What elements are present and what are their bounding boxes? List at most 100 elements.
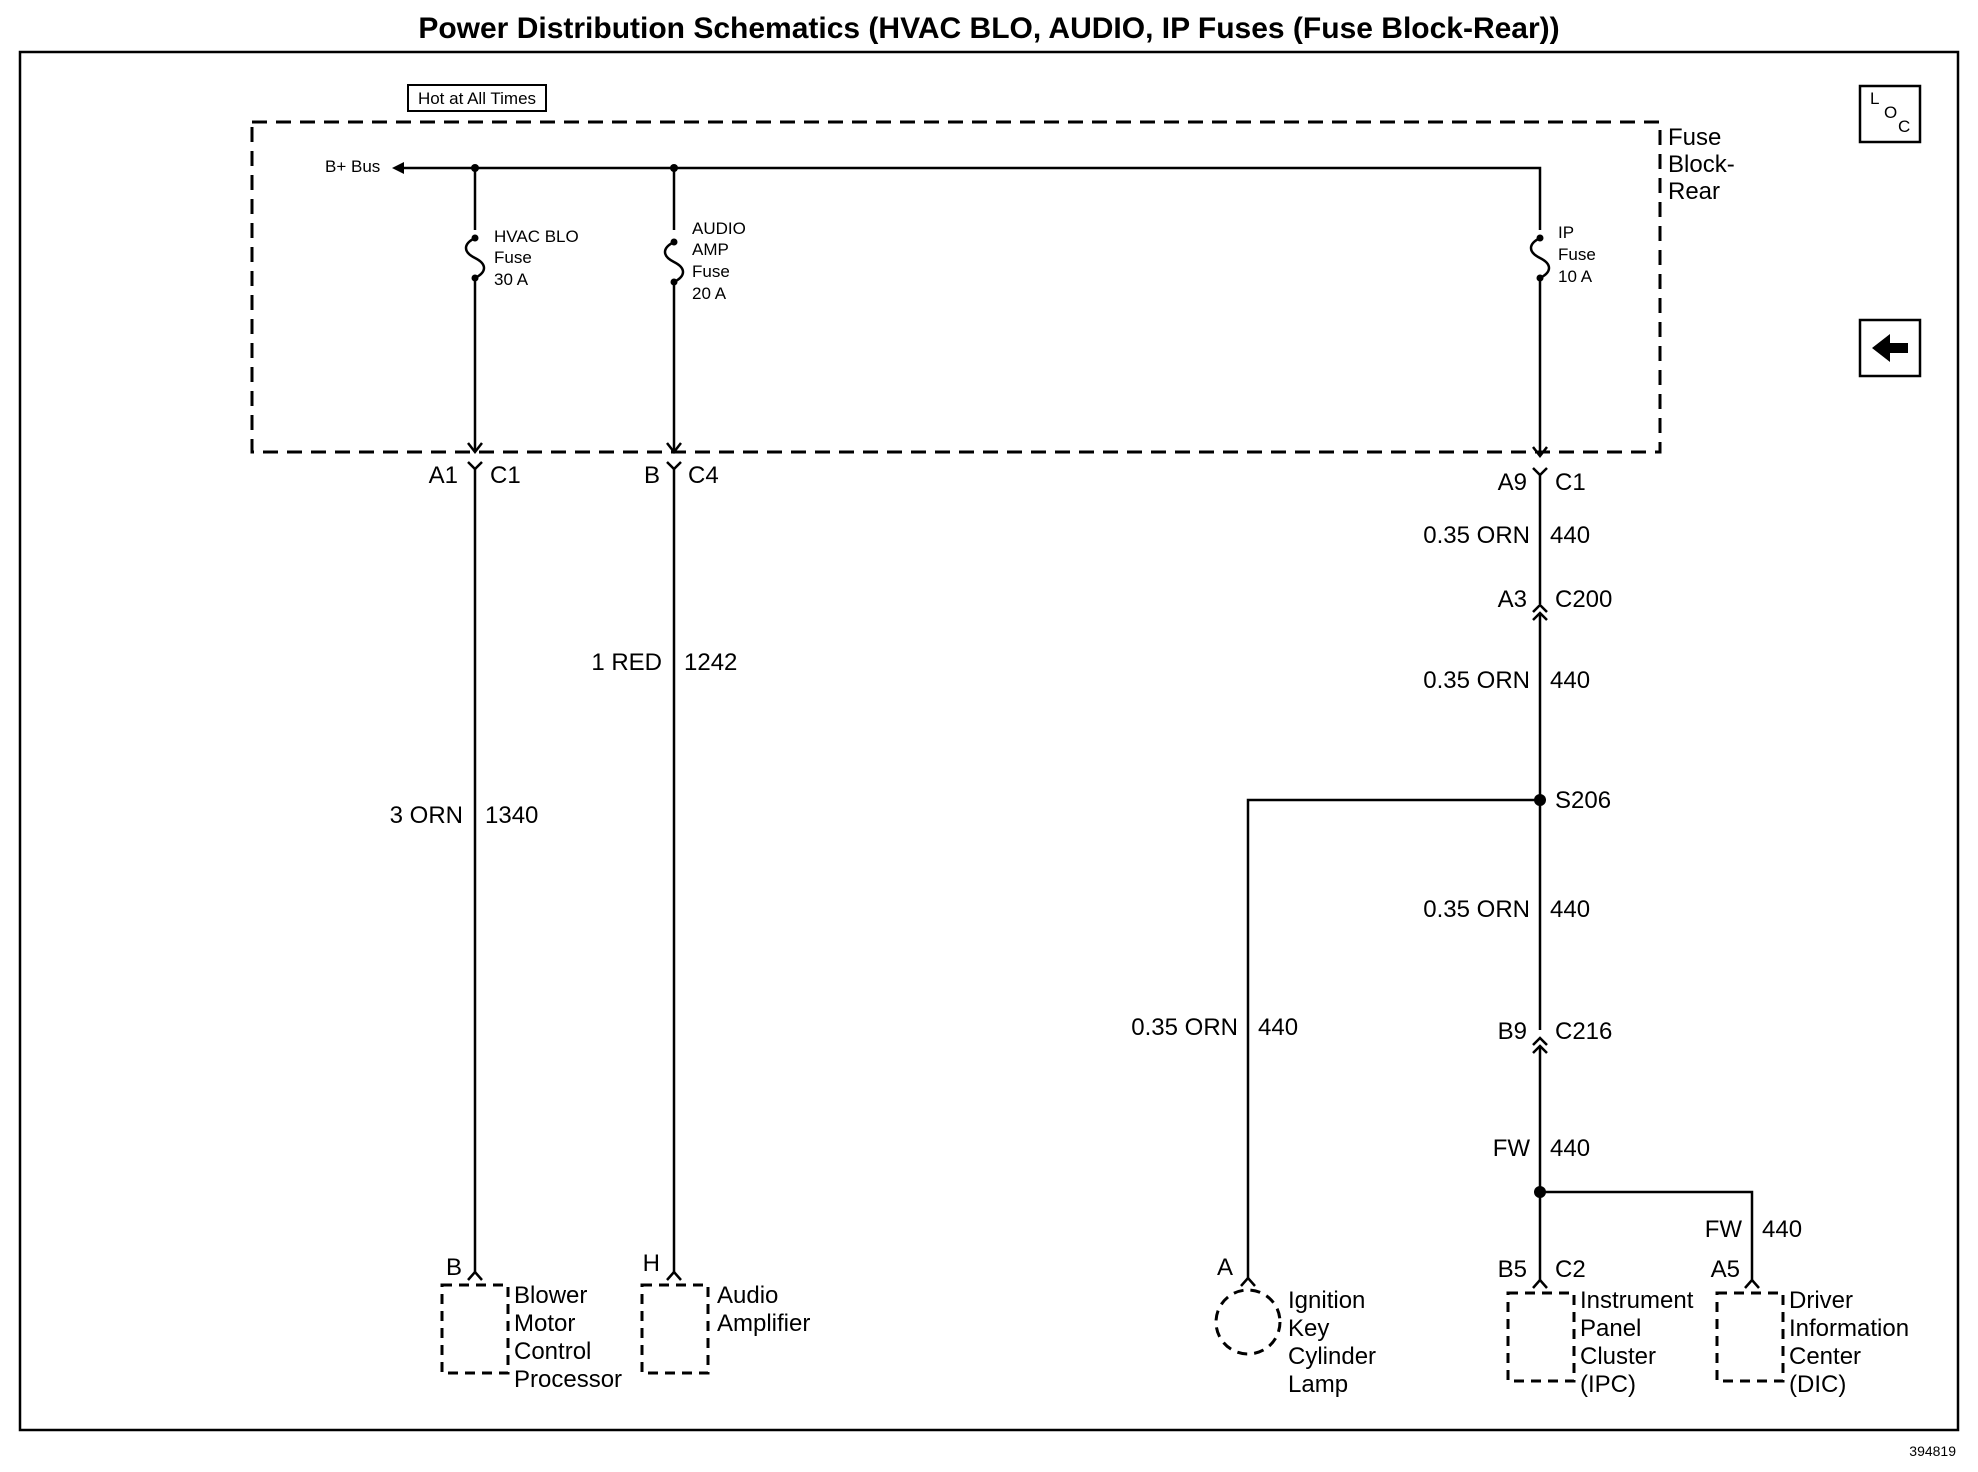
hvac-blo-fuse: HVAC BLO Fuse 30 A xyxy=(464,227,579,450)
connector-b9: B9 xyxy=(1498,1018,1527,1045)
connector-female-symbol xyxy=(467,461,483,471)
lamp-wire-circuit: 440 xyxy=(1258,1014,1298,1041)
blower-label-2: Motor xyxy=(514,1310,575,1337)
fw-wire-2-circuit: 440 xyxy=(1762,1216,1802,1243)
ignition-label-2: Key xyxy=(1288,1315,1329,1342)
dic-label-4: (DIC) xyxy=(1789,1371,1846,1398)
audio-amp-label-1: Audio xyxy=(717,1282,778,1309)
ipc-label-4: (IPC) xyxy=(1580,1371,1636,1398)
lamp-bulb-icon xyxy=(1214,1288,1282,1356)
blower-label-4: Processor xyxy=(514,1366,622,1393)
figure-number: 394819 xyxy=(1909,1443,1956,1459)
connector-a9: A9 xyxy=(1498,469,1527,496)
component-locator-icon[interactable]: L O C xyxy=(1858,84,1922,144)
loc-letter-c: C xyxy=(1898,117,1910,136)
ipc-label-1: Instrument xyxy=(1580,1287,1694,1314)
ip-wire-2-circuit: 440 xyxy=(1550,667,1590,694)
fw-wire-1-color: FW xyxy=(1493,1135,1531,1162)
driver-information-center: Driver Information Center (DIC) xyxy=(1715,1287,1909,1398)
fuse-block-line-2: Block- xyxy=(1668,151,1735,178)
audio-fuse-label-3: Fuse xyxy=(692,262,730,281)
dic-label-2: Information xyxy=(1789,1315,1909,1342)
connector-female-symbol xyxy=(666,461,682,471)
fw-wire-2-color: FW xyxy=(1705,1216,1743,1243)
connector-female-symbol xyxy=(1532,467,1548,477)
connector-a1: A1 xyxy=(429,462,458,489)
lamp-wire-color: 0.35 ORN xyxy=(1131,1014,1238,1041)
loc-letter-o: O xyxy=(1884,103,1897,122)
hvac-branch: A1 C1 3 ORN 1340 B xyxy=(390,442,538,1281)
pin-symbol xyxy=(1532,1278,1548,1289)
blower-label-3: Control xyxy=(514,1338,591,1365)
fw-wire-1-circuit: 440 xyxy=(1550,1135,1590,1162)
ip-wire-1-circuit: 440 xyxy=(1550,522,1590,549)
hvac-fuse-label-1: HVAC BLO xyxy=(494,227,579,246)
audio-amp-pin-h: H xyxy=(643,1250,660,1277)
ip-fuse-label-2: Fuse xyxy=(1558,245,1596,264)
connector-b: B xyxy=(644,462,660,489)
blower-label-1: Blower xyxy=(514,1282,587,1309)
fuse-block-line-3: Rear xyxy=(1668,178,1720,205)
connector-c4: C4 xyxy=(688,462,719,489)
pin-symbol xyxy=(666,1270,682,1281)
connector-a5: A5 xyxy=(1711,1256,1740,1283)
pin-symbol xyxy=(467,1270,483,1281)
hot-at-all-times-label: Hot at All Times xyxy=(407,84,547,112)
blower-motor-control-processor: Blower Motor Control Processor xyxy=(440,1282,622,1393)
b-plus-bus-label: B+ Bus xyxy=(325,157,380,176)
ip-wire-2-color: 0.35 ORN xyxy=(1423,667,1530,694)
audio-amp-fuse: AUDIO AMP Fuse 20 A xyxy=(663,219,746,450)
connector-male-symbol xyxy=(666,442,682,455)
connector-b5: B5 xyxy=(1498,1256,1527,1283)
audio-wire-color: 1 RED xyxy=(591,649,662,676)
blower-pin-b: B xyxy=(446,1254,462,1281)
ignition-lamp-branch: 0.35 ORN 440 A xyxy=(1131,798,1540,1287)
connector-c200: C200 xyxy=(1555,586,1612,613)
audio-branch: B C4 1 RED 1242 H xyxy=(591,442,737,1281)
ipc-label-2: Panel xyxy=(1580,1315,1641,1342)
connector-male-symbol xyxy=(1532,446,1548,459)
hvac-wire-color: 3 ORN xyxy=(390,802,463,829)
page-title: Power Distribution Schematics (HVAC BLO,… xyxy=(418,12,1559,45)
ip-wire-3-circuit: 440 xyxy=(1550,896,1590,923)
back-arrow-icon[interactable] xyxy=(1858,318,1922,378)
hvac-fuse-label-3: 30 A xyxy=(494,270,529,289)
diagram-border xyxy=(18,50,1960,1432)
fuse-block-rear-label: Fuse Block- Rear xyxy=(1668,124,1735,205)
audio-fuse-label-1: AUDIO xyxy=(692,219,746,238)
hot-at-all-times-text: Hot at All Times xyxy=(418,89,536,108)
audio-fuse-label-4: 20 A xyxy=(692,284,727,303)
fuse-block-line-1: Fuse xyxy=(1668,124,1721,151)
lamp-pin-a: A xyxy=(1217,1254,1233,1281)
ignition-label-4: Lamp xyxy=(1288,1371,1348,1398)
ignition-label-1: Ignition xyxy=(1288,1287,1365,1314)
pin-symbol xyxy=(1240,1276,1256,1287)
connector-c216: C216 xyxy=(1555,1018,1612,1045)
hvac-wire-circuit: 1340 xyxy=(485,802,538,829)
bus-arrow-icon xyxy=(392,162,404,174)
ip-wire-1-color: 0.35 ORN xyxy=(1423,522,1530,549)
hvac-fuse-label-2: Fuse xyxy=(494,248,532,267)
ip-wire-3-color: 0.35 ORN xyxy=(1423,896,1530,923)
connector-a3: A3 xyxy=(1498,586,1527,613)
ignition-label-3: Cylinder xyxy=(1288,1343,1376,1370)
loc-letter-l: L xyxy=(1870,89,1879,108)
connector-c1-left: C1 xyxy=(490,462,521,489)
splice-s206-label: S206 xyxy=(1555,787,1611,814)
connector-c2: C2 xyxy=(1555,1256,1586,1283)
audio-amp-label-2: Amplifier xyxy=(717,1310,810,1337)
ip-fuse: IP Fuse 10 A xyxy=(1529,223,1596,454)
audio-wire-circuit: 1242 xyxy=(684,649,737,676)
ipc-label-3: Cluster xyxy=(1580,1343,1656,1370)
audio-amplifier: Audio Amplifier xyxy=(640,1282,810,1375)
b-plus-bus: B+ Bus xyxy=(325,157,1542,230)
ip-fuse-label-1: IP xyxy=(1558,223,1574,242)
pin-symbol xyxy=(1744,1278,1760,1289)
ip-branch: A9 C1 0.35 ORN 440 A3 C200 0.35 ORN 440 … xyxy=(1423,446,1802,1289)
connector-c1-right: C1 xyxy=(1555,469,1586,496)
fuse-block-rear-boundary xyxy=(250,120,1662,454)
audio-fuse-label-2: AMP xyxy=(692,240,729,259)
connector-male-symbol xyxy=(467,442,483,455)
ignition-key-cylinder-lamp: Ignition Key Cylinder Lamp xyxy=(1214,1287,1376,1398)
